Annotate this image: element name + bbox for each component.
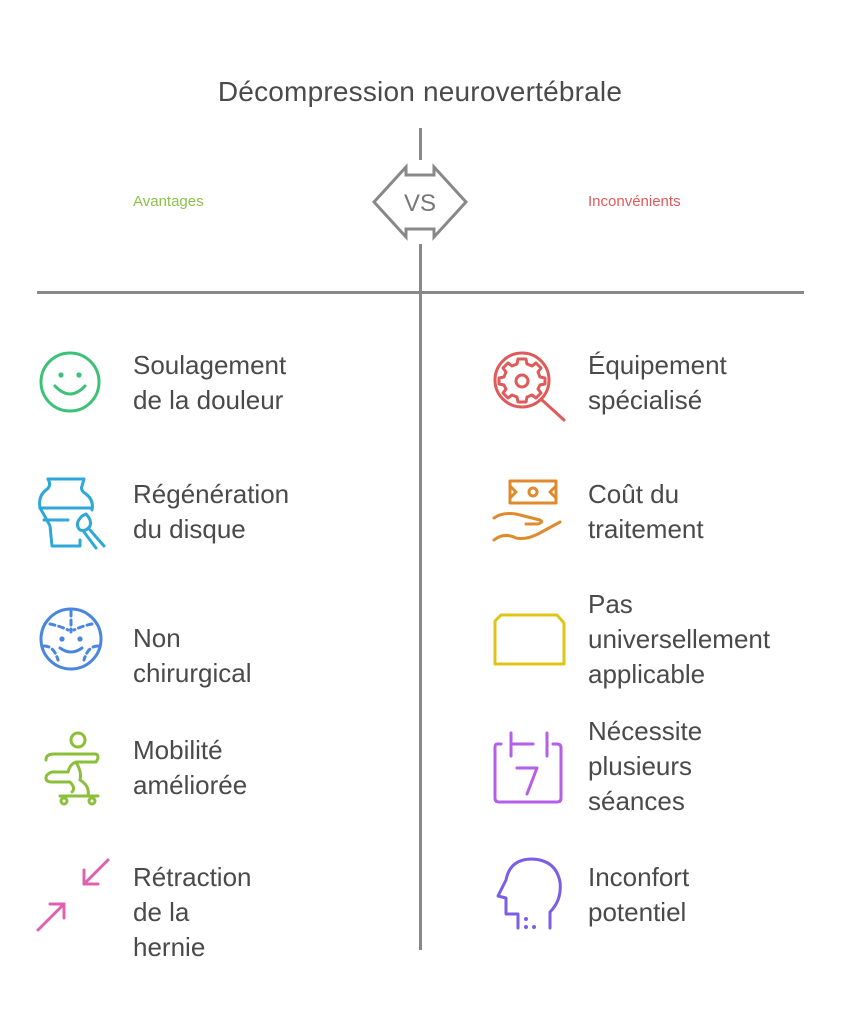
divider-horizontal [37,291,804,294]
diagram-title: Décompression neurovertébrale [217,76,623,107]
divider-vertical [419,244,422,950]
money-hand-icon [492,479,562,542]
advantage-text: Soulagement de la douleur [133,350,287,415]
folder-shape-icon [493,613,566,666]
disadvantage-text: Équipement spécialisé [588,350,727,415]
advantage-text: Régénération du disque [133,479,290,544]
vase-brush-icon [38,477,106,550]
arrows-inward-icon [36,858,110,932]
disadvantages-heading: Inconvénients [588,193,681,210]
disadvantage-text: Pas universellement applicable [588,589,771,689]
vs-hexagon-icon: VS [371,163,469,241]
gear-search-icon [493,351,566,422]
advantage-text: Rétraction de la hernie [133,862,252,962]
disadvantage-text: Inconfort potentiel [588,862,690,927]
vs-label: VS [404,190,436,217]
vs-badge: VS [371,163,469,241]
divider-vertical-top [419,128,422,160]
disadvantage-text: Nécessite plusieurs séances [588,716,703,816]
smiley-face-icon [39,351,101,413]
advantages-heading: Avantages [133,193,204,210]
head-profile-icon [496,857,562,930]
advantage-text: Non chirurgical [133,623,252,688]
skateboarder-icon [44,731,100,806]
advantage-text: Mobilité améliorée [133,735,248,800]
disadvantage-text: Coût du traitement [588,479,704,544]
calendar-7-icon [493,731,563,804]
face-dashed-icon [39,607,103,671]
